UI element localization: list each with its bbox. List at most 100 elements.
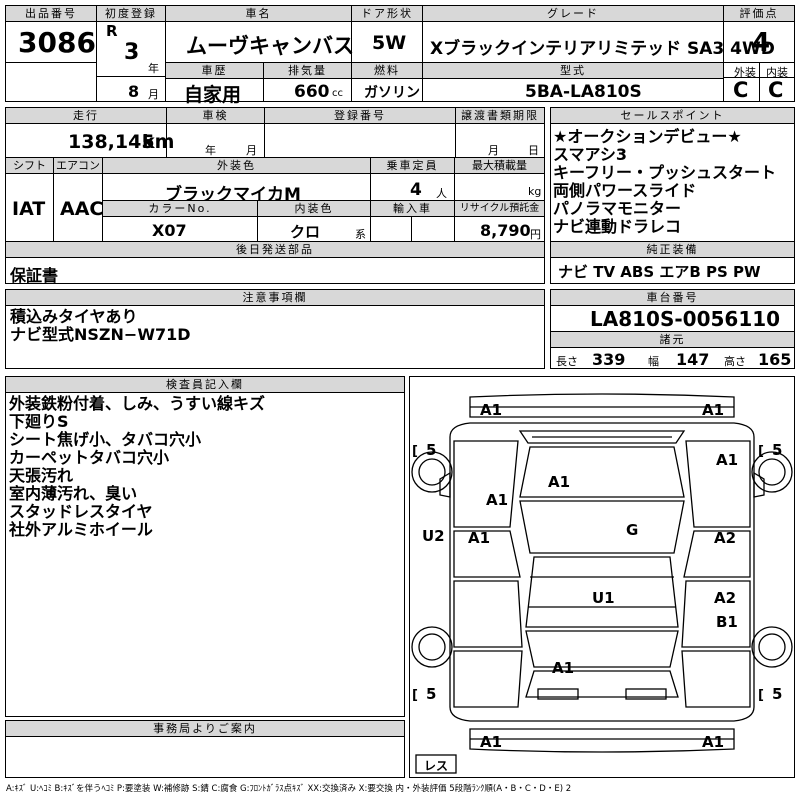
color-label: 外装色 xyxy=(103,158,370,174)
dmg-rear-left-bumper: A1 xyxy=(480,733,502,751)
dmg-front-right-bumper: A1 xyxy=(702,401,724,419)
score-label: 評価点 xyxy=(724,6,794,22)
inspection-label: 車検 xyxy=(167,108,264,124)
dmg-hood: A1 xyxy=(548,473,570,491)
model-code: 5BA-LA810S xyxy=(525,82,642,102)
int-color-unit: 系 xyxy=(355,228,366,241)
chassis-number: LA810S-0056110 xyxy=(590,307,781,331)
equipment-label: 純正装備 xyxy=(551,242,794,258)
windshield-shape xyxy=(519,500,685,554)
shift-label: シフト xyxy=(6,158,53,174)
car-diagram-svg: A1 A1 [ 5 [ 5 A1 A1 A1 G U2 A1 A2 U1 A2 … xyxy=(411,393,793,774)
sales-point: 両側パワースライド xyxy=(553,181,697,200)
hood-shape xyxy=(519,446,685,498)
inspector-note: カーペットタバコ穴小 xyxy=(9,448,170,467)
door-type: 5W xyxy=(372,32,407,54)
era: R xyxy=(106,22,118,40)
exterior-grade: C xyxy=(733,78,749,102)
tire-rear-right xyxy=(751,626,793,668)
exterior-label: 外装 xyxy=(734,66,756,79)
sales-point: スマアシ3 xyxy=(553,145,628,164)
tire-front-left xyxy=(411,451,453,493)
dmg-rear-right-bumper: A1 xyxy=(702,733,724,751)
inspector-label: 検査員記入欄 xyxy=(6,377,404,393)
sales-point: パノラマモニター xyxy=(553,199,682,218)
first-reg-label: 初度登録 xyxy=(97,6,165,22)
interior-grade: C xyxy=(768,78,784,102)
length-label: 長さ xyxy=(556,355,578,368)
ac-label: エアコン xyxy=(54,158,102,174)
rear-bumper-shape xyxy=(469,728,735,753)
door-label: ドア形状 xyxy=(352,6,422,22)
reg-year: 3 xyxy=(124,40,140,65)
dmg-rear-hatch: A1 xyxy=(552,659,574,677)
length: 339 xyxy=(592,350,626,369)
lot-number: 3086 xyxy=(18,26,96,59)
chassis-box xyxy=(550,289,795,369)
dmg-right-rear-door-b: B1 xyxy=(716,613,738,631)
tire-rear-left-grade: 5 xyxy=(426,685,436,703)
tire-front-right-label: [ xyxy=(758,444,764,459)
tire-front-right-grade: 5 xyxy=(772,441,782,459)
shift: IAT xyxy=(12,198,46,220)
legend: A:ｷｽﾞ U:ﾍｺﾐ B:ｷｽﾞを伴うﾍｺﾐ P:要塗装 W:補修跡 S:錆 … xyxy=(6,784,572,794)
roof-shape xyxy=(525,556,679,628)
grade-label: グレード xyxy=(423,6,723,22)
displacement-unit: cc xyxy=(332,88,343,99)
sales-points-box xyxy=(550,107,795,284)
later-docs: 保証書 xyxy=(10,266,59,285)
dmg-roof: U1 xyxy=(592,589,615,607)
car-name: ムーヴキャンバス xyxy=(186,34,354,58)
capacity: 4 xyxy=(410,180,422,200)
transfer-day: 日 xyxy=(528,144,539,157)
inspector-note: 社外アルミホイール xyxy=(9,520,153,539)
office-box xyxy=(5,720,405,778)
insp-year: 年 xyxy=(205,144,216,157)
inspector-note: シート焦げ小、タバコ穴小 xyxy=(9,430,202,449)
dmg-windshield: G xyxy=(626,521,638,539)
reg-no-label: 登録番号 xyxy=(265,108,455,124)
max-load-unit: kg xyxy=(528,185,542,198)
width-label: 幅 xyxy=(648,355,659,368)
history: 自家用 xyxy=(184,84,242,106)
note-item: ナビ型式NSZN−W71D xyxy=(10,325,191,344)
int-color-label: 内装色 xyxy=(258,201,370,217)
body-outline xyxy=(449,422,755,722)
model-code-label: 型式 xyxy=(423,63,723,79)
dmg-right-front-door: A2 xyxy=(714,529,736,547)
inspector-note: スタッドレスタイヤ xyxy=(9,502,153,521)
tire-rear-left xyxy=(411,626,453,668)
capacity-unit: 人 xyxy=(436,187,447,200)
history-label: 車歴 xyxy=(166,63,263,79)
sales-points-list: ★オークションデビュー★ スマアシ3 キーフリー・プッシュスタート 両側パワース… xyxy=(553,128,776,236)
notes-list: 積込みタイヤあり ナビ型式NSZN−W71D xyxy=(10,308,191,344)
transfer-label: 譲渡書類期限 xyxy=(456,108,544,124)
recycle-fee: 8,790 xyxy=(480,221,531,240)
height: 165 xyxy=(758,350,792,369)
sales-point: キーフリー・プッシュスタート xyxy=(553,163,777,182)
max-load-label: 最大積載量 xyxy=(455,158,544,174)
inspector-note: 外装鉄粉付着、しみ、うすい線キズ xyxy=(9,394,266,413)
tire-front-left-grade: 5 xyxy=(426,441,436,459)
displacement-label: 排気量 xyxy=(264,63,351,79)
inspector-note: 室内薄汚れ、臭い xyxy=(9,484,138,503)
fuel: ガソリン xyxy=(364,85,420,101)
inspector-notes: 外装鉄粉付着、しみ、うすい線キズ 下廻りS シート焦げ小、タバコ穴小 カーペット… xyxy=(9,395,265,539)
lot-no-label: 出品番号 xyxy=(6,6,96,22)
fuel-label: 燃料 xyxy=(352,63,422,79)
inspector-note: 天張汚れ xyxy=(9,466,74,485)
insp-month: 月 xyxy=(246,144,257,157)
width: 147 xyxy=(676,350,710,369)
office-label: 事務局よりご案内 xyxy=(6,721,404,737)
sales-point: ★オークションデビュー★ xyxy=(553,127,742,146)
mileage-label: 走行 xyxy=(6,108,166,124)
tire-front-right xyxy=(751,451,793,493)
inspector-note: 下廻りS xyxy=(9,412,69,431)
mileage-unit: km xyxy=(142,131,175,153)
recycle-label: リサイクル預託金 xyxy=(455,201,544,217)
dmg-left-front-door: A1 xyxy=(468,529,490,547)
notes-box xyxy=(5,289,545,369)
score: 4 xyxy=(752,28,771,58)
sales-points-label: セールスポイント xyxy=(551,108,794,124)
dmg-right-rear-door-a: A2 xyxy=(714,589,736,607)
